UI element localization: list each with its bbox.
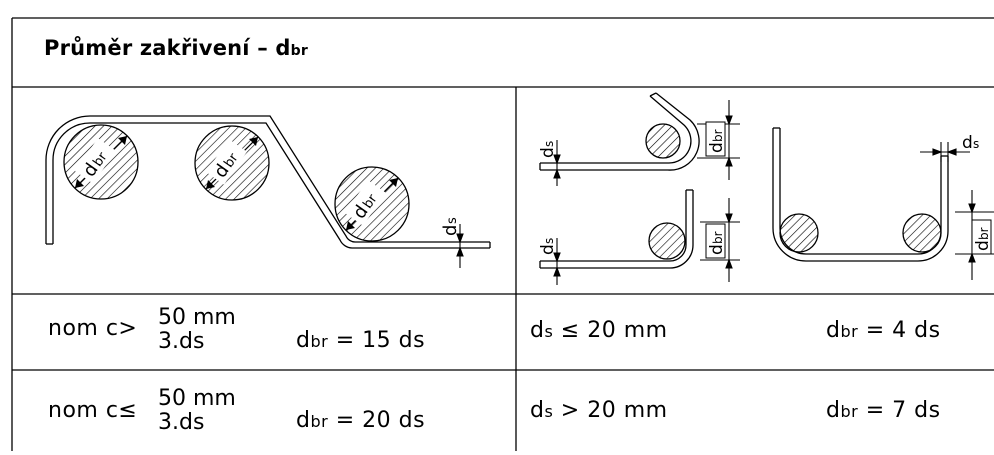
mandrel-stirrup-left [779,213,819,253]
hook-top-drawing [539,92,700,171]
svg-text:d: d [973,240,993,251]
row2-condition-bottom: 3.ds [158,410,205,435]
ds-dimension-bottom [550,238,570,285]
svg-text:d: d [538,244,558,255]
bent-bar-drawing [45,115,491,249]
row1-left-formula: dbr = 15 ds [296,328,426,353]
svg-text:d: d [440,225,461,236]
row2-nom-c-label: nom c≤ [48,398,138,423]
row1-nom-c-label: nom c> [48,316,138,341]
ds-label-left: d s [440,217,461,236]
ds-dimension-left [452,224,474,268]
row1-condition-top: 50 mm [158,305,236,330]
svg-text:s: s [445,217,460,224]
svg-text:br: br [711,231,725,244]
page-title: Průměr zakřivení – dbr [44,36,308,60]
row1-condition-bottom: 3.ds [158,329,205,354]
row1-condition-stack: 50 mm 3.ds [158,306,236,354]
ds-label-bottom: d s [538,238,558,255]
svg-text:d: d [962,133,973,153]
mandrel-hook-top [645,123,681,159]
svg-text:d: d [707,244,727,255]
row2-condition-top: 50 mm [158,386,236,411]
svg-text:s: s [542,141,556,147]
mandrel-hook-bottom [648,222,686,260]
ds-dimension-stirrup [920,142,970,162]
row2-right-formula: dbr = 7 ds [826,398,941,423]
dbr-label-2: d br [205,139,247,185]
svg-text:d: d [538,147,558,158]
dbr-dimension-bottom [700,198,740,282]
table-grid [11,17,994,451]
dbr-label-stirrup: d br [971,219,993,255]
dbr-label-1: d br [74,138,116,184]
mandrel-stirrup-right [902,213,942,253]
svg-text:br: br [977,227,991,240]
row1-right-condition: ds ≤ 20 mm [530,318,668,343]
svg-text:s: s [542,238,556,244]
row2-right-condition: ds > 20 mm [530,398,668,423]
dbr-label-3: d br [344,180,386,226]
ds-label-stirrup: d s [962,133,979,153]
row2-left-formula: dbr = 20 ds [296,408,426,433]
dbr-dimension-top [697,100,740,180]
row1-right-formula: dbr = 4 ds [826,318,941,343]
svg-text:d: d [707,142,727,153]
svg-text:br: br [711,129,725,142]
row2-condition-stack: 50 mm 3.ds [158,387,236,435]
hook-bottom-drawing [539,189,694,269]
dbr-label-bottom: d br [705,223,727,259]
dbr-label-top: d br [705,121,727,157]
svg-text:s: s [973,137,979,151]
ds-dimension-top [550,140,570,186]
ds-label-top: d s [538,141,558,158]
